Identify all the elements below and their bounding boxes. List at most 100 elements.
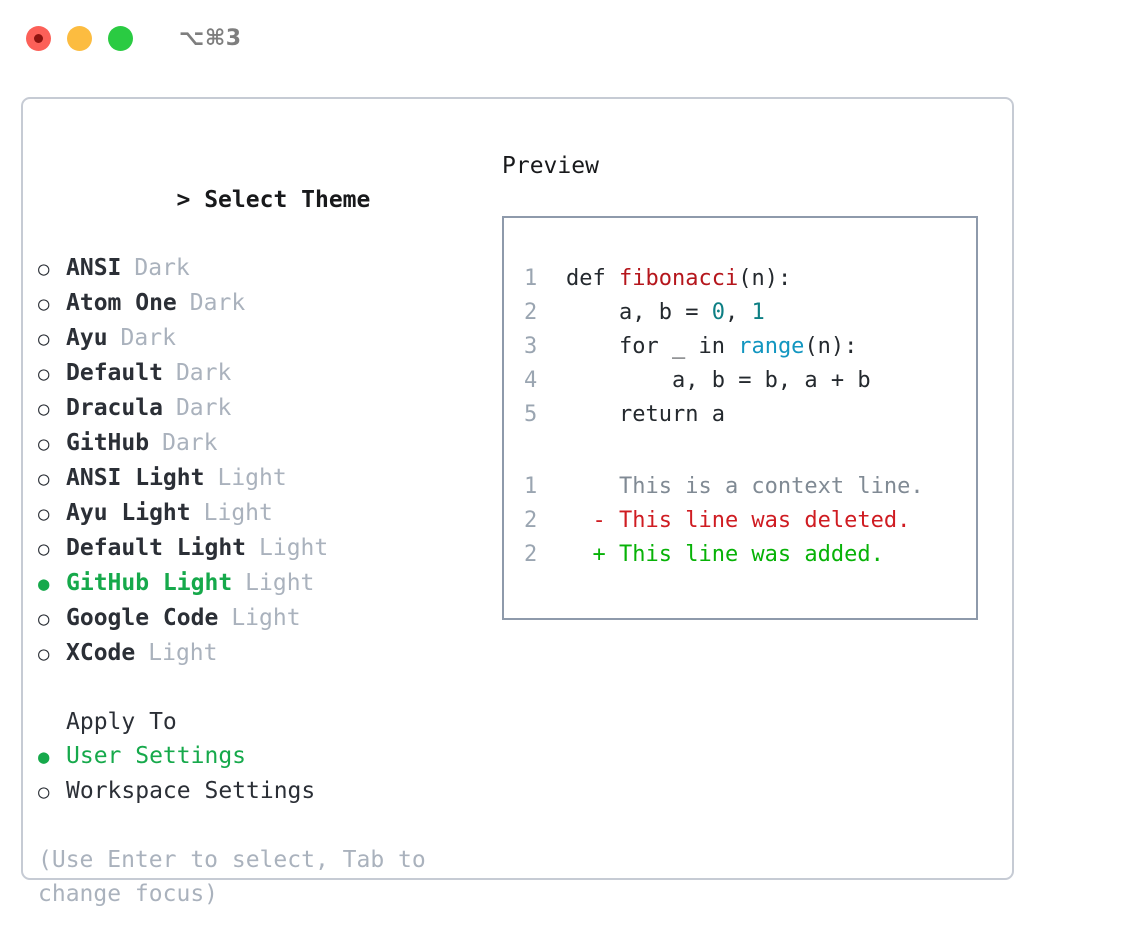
theme-option-7[interactable]: ○ Ayu Light Light: [38, 496, 478, 531]
line-number: 2: [524, 300, 538, 325]
theme-option-3[interactable]: ○ Default Dark: [38, 356, 478, 391]
diff-line-text: This is a context line.: [566, 474, 924, 499]
title-bar: ⌥⌘3: [0, 0, 1140, 76]
theme-variant-tag: Light: [148, 640, 218, 666]
theme-option-8[interactable]: ○ Default Light Light: [38, 531, 478, 566]
theme-option-label: ANSI Light: [66, 465, 205, 491]
diff-line-text: - This line was deleted.: [566, 508, 911, 533]
radio-unselected-icon: ○: [38, 608, 50, 630]
select-theme-heading-label: Select Theme: [204, 187, 371, 213]
theme-option-2[interactable]: ○ Ayu Dark: [38, 321, 478, 356]
radio-unselected-icon: ○: [38, 503, 50, 525]
token-plain: for _ in: [618, 334, 739, 359]
code-line: 2 a, b = 0, 1: [524, 296, 976, 330]
theme-option-label: Atom One: [66, 290, 177, 316]
select-theme-heading: > Select Theme: [38, 149, 478, 251]
code-line-text: return a: [566, 398, 725, 432]
theme-option-5[interactable]: ○ GitHub Dark: [38, 426, 478, 461]
keyboard-hint-text: (Use Enter to select, Tab to change focu…: [38, 847, 426, 907]
theme-variant-tag: Dark: [162, 430, 218, 456]
code-line: 5 return a: [524, 398, 976, 432]
theme-variant-tag: Light: [203, 500, 273, 526]
maximize-button[interactable]: [108, 25, 133, 51]
code-line: 3 for _ in range(n):: [524, 330, 976, 364]
token-plain: def: [566, 266, 619, 291]
theme-variant-tag: Dark: [120, 325, 176, 351]
code-line-text: a, b = b, a + b: [566, 364, 871, 398]
close-button[interactable]: [26, 25, 51, 51]
token-plain: ,: [724, 300, 752, 325]
diff-line: 2 - This line was deleted.: [524, 504, 976, 538]
code-line-text: def fibonacci(n):: [566, 262, 791, 296]
token-num: 0: [711, 300, 725, 325]
theme-option-label: Default: [66, 360, 163, 386]
prompt-caret-icon: >: [176, 187, 191, 213]
radio-unselected-icon: ○: [38, 538, 50, 560]
theme-option-0[interactable]: ○ ANSI Dark: [38, 251, 478, 286]
theme-option-label: Default Light: [66, 535, 247, 561]
theme-option-1[interactable]: ○ Atom One Dark: [38, 286, 478, 321]
radio-unselected-icon: ○: [38, 293, 50, 315]
theme-variant-tag: Dark: [175, 360, 232, 386]
theme-variant-tag: Dark: [189, 290, 246, 316]
radio-unselected-icon: ○: [38, 433, 50, 455]
preview-heading: Preview: [502, 153, 599, 179]
theme-variant-tag: Light: [259, 535, 329, 561]
apply-to-option-1[interactable]: ○Workspace Settings: [38, 774, 478, 809]
apply-to-heading: Apply To: [66, 709, 177, 735]
code-line-text: a, b = 0, 1: [566, 296, 765, 330]
theme-option-label: Ayu Light: [66, 500, 191, 526]
radio-unselected-icon: ○: [38, 258, 50, 280]
theme-variant-tag: Dark: [134, 255, 190, 281]
line-number: 3: [524, 334, 538, 359]
list-spacer: [38, 671, 478, 705]
theme-option-label: GitHub Light: [66, 570, 233, 596]
line-number: 1: [524, 266, 538, 291]
theme-option-9[interactable]: ● GitHub Light Light: [38, 566, 478, 601]
radio-unselected-icon: ○: [38, 328, 50, 350]
theme-variant-tag: Light: [231, 605, 301, 631]
token-plain: (n):: [738, 266, 792, 291]
token-call: range: [738, 334, 805, 359]
apply-to-list: ● User Settings ○Workspace Settings: [38, 739, 478, 809]
radio-unselected-icon: ○: [38, 781, 50, 803]
token-num: 1: [751, 300, 765, 325]
theme-variant-tag: Light: [245, 570, 315, 596]
theme-option-10[interactable]: ○ Google Code Light: [38, 601, 478, 636]
theme-variant-tag: Dark: [175, 395, 232, 421]
code-line: 1 def fibonacci(n):: [524, 262, 976, 296]
code-diff-spacer: [524, 432, 976, 470]
apply-to-option-label: User Settings: [66, 743, 247, 769]
window-controls: [26, 25, 133, 51]
diff-line: 2 + This line was added.: [524, 538, 976, 572]
theme-option-label: ANSI: [66, 255, 122, 281]
theme-option-label: GitHub: [66, 430, 150, 456]
line-number: 1: [524, 474, 538, 499]
theme-variant-tag: Light: [217, 465, 287, 491]
token-plain: (n):: [804, 334, 858, 359]
line-number: 2: [524, 508, 538, 533]
token-plain: return a: [618, 402, 725, 427]
radio-unselected-icon: ○: [38, 363, 50, 385]
code-line-text: for _ in range(n):: [566, 330, 857, 364]
radio-selected-icon: ●: [38, 746, 50, 768]
token-fn: fibonacci: [618, 266, 739, 291]
token-plain: a, b =: [618, 300, 712, 325]
theme-option-label: Google Code: [66, 605, 219, 631]
apply-to-option-0[interactable]: ● User Settings: [38, 739, 478, 774]
radio-unselected-icon: ○: [38, 643, 50, 665]
radio-selected-icon: ●: [38, 573, 50, 595]
minimize-button[interactable]: [67, 25, 92, 51]
line-number: 5: [524, 402, 538, 427]
theme-option-label: Ayu: [66, 325, 108, 351]
